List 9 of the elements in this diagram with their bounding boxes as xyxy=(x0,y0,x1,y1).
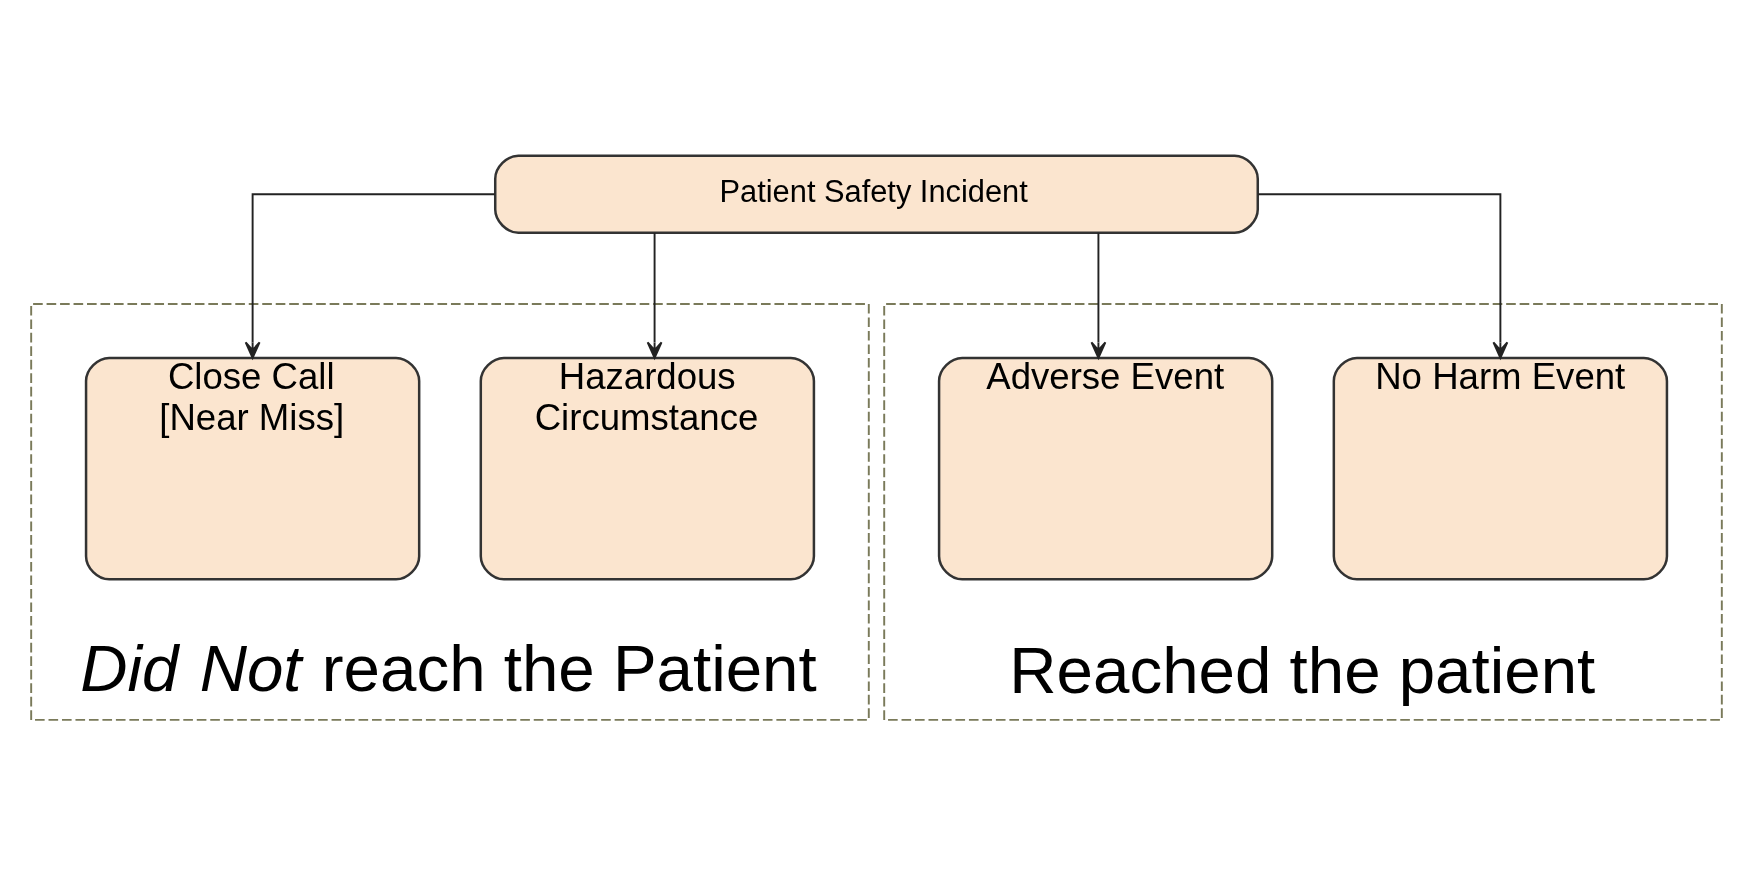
arrow xyxy=(1257,192,1509,359)
arrow xyxy=(646,231,663,359)
node-box: No Harm Event xyxy=(1332,356,1669,581)
arrow xyxy=(1090,231,1107,359)
node-box: Hazardous Circumstance xyxy=(479,356,816,581)
arrow xyxy=(244,192,496,359)
node-box: Patient Safety Incident xyxy=(494,153,1259,234)
node-box: Close Call [Near Miss] xyxy=(84,356,421,581)
node-box: Adverse Event xyxy=(937,356,1274,581)
